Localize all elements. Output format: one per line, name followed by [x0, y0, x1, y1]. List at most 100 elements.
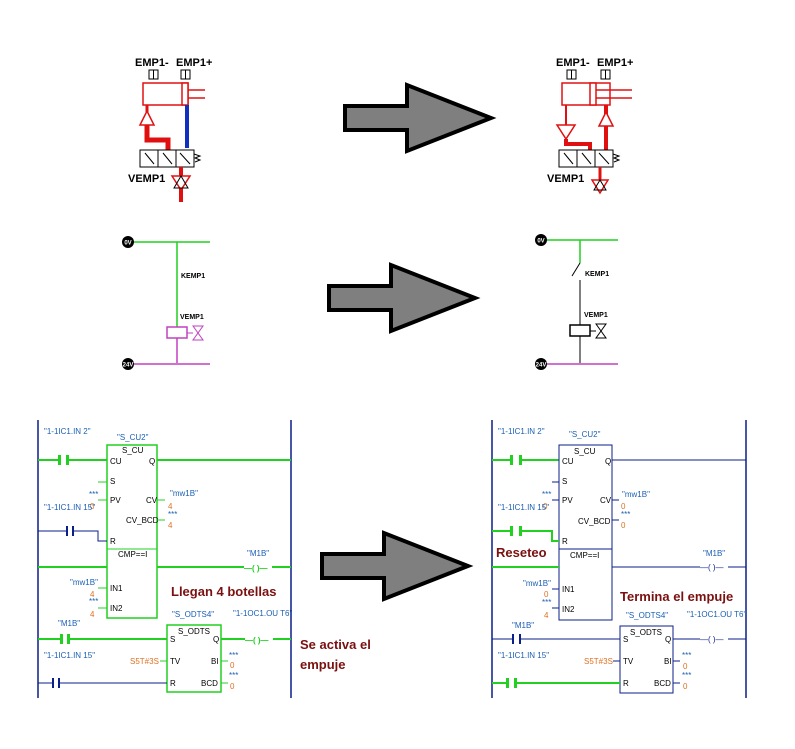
svg-text:"1-1IC1.IN 15": "1-1IC1.IN 15"	[498, 503, 549, 512]
coil-m1b-icon: —( )—	[244, 564, 268, 573]
relay-contact-icon	[571, 262, 581, 277]
counter-block	[558, 444, 613, 621]
svg-text:0: 0	[683, 682, 688, 691]
svg-text:S: S	[623, 635, 628, 644]
svg-text:***: ***	[168, 510, 177, 519]
svg-text:Q: Q	[149, 457, 155, 466]
terminal-24v-icon	[535, 358, 547, 370]
check-valve-icon	[555, 124, 577, 141]
svg-text:TV: TV	[170, 657, 181, 666]
terminal-0v-icon	[122, 236, 134, 248]
piston-icon	[181, 82, 189, 106]
piston-icon	[589, 82, 597, 106]
annotation-reset: Reseteo	[496, 545, 547, 560]
terminal-24v-icon	[122, 358, 134, 370]
svg-text:0V: 0V	[124, 241, 131, 247]
emp-plus-label: EMP1+	[597, 57, 633, 69]
valve-coil-label: VEMP1	[180, 314, 204, 321]
solenoid-valve-icon	[595, 323, 607, 339]
relay-label: KEMP1	[585, 271, 609, 278]
emp-minus-label: EMP1-	[556, 57, 590, 69]
svg-text:R: R	[110, 537, 116, 546]
svg-text:"1-1IC1.IN 15": "1-1IC1.IN 15"	[498, 651, 549, 660]
svg-text:S5T#3S: S5T#3S	[584, 657, 613, 666]
svg-text:CMP==I: CMP==I	[118, 550, 147, 559]
svg-text:***: ***	[682, 671, 691, 680]
svg-text:Q: Q	[665, 635, 671, 644]
svg-text:Q: Q	[605, 457, 611, 466]
svg-text:0: 0	[621, 521, 626, 530]
svg-text:4: 4	[544, 611, 549, 620]
svg-text:"mw1B": "mw1B"	[70, 578, 98, 587]
svg-text:0: 0	[230, 661, 235, 670]
emp-minus-label: EMP1-	[135, 57, 169, 69]
svg-text:CMP==I: CMP==I	[570, 551, 599, 560]
plc-ladder-left: "1-1IC1.IN 2" "S_CU2" S_CU CU Q S *** 0 …	[37, 420, 292, 698]
svg-text:"M1B": "M1B"	[703, 549, 725, 558]
svg-text:S_ODTS: S_ODTS	[178, 627, 210, 636]
svg-text:"S_CU2": "S_CU2"	[569, 430, 601, 439]
svg-text:"mw1B": "mw1B"	[622, 490, 650, 499]
cylinder-icon	[561, 82, 611, 106]
svg-text:***: ***	[229, 671, 238, 680]
contact-icon	[510, 455, 513, 465]
svg-text:BI: BI	[664, 657, 672, 666]
svg-text:BCD: BCD	[654, 679, 671, 688]
svg-text:***: ***	[542, 490, 551, 499]
svg-text:R: R	[623, 679, 629, 688]
coil-output-icon: —( )—	[700, 635, 724, 644]
check-valve-icon	[138, 109, 156, 126]
svg-text:4: 4	[168, 521, 173, 530]
svg-text:"1-1IC1.IN 15": "1-1IC1.IN 15"	[44, 651, 95, 660]
coil-icon	[569, 324, 591, 337]
svg-text:0: 0	[543, 502, 548, 511]
svg-text:***: ***	[621, 510, 630, 519]
svg-text:TV: TV	[623, 657, 634, 666]
svg-text:CU: CU	[562, 457, 574, 466]
svg-text:CV_BCD: CV_BCD	[126, 516, 159, 525]
transition-arrow-middle	[327, 263, 477, 333]
svg-text:***: ***	[229, 651, 238, 660]
svg-text:***: ***	[542, 598, 551, 607]
annotation-bottles-arrive: Llegan 4 botellas	[171, 584, 276, 599]
solenoid-valve-icon	[192, 325, 204, 341]
svg-text:***: ***	[89, 597, 98, 606]
svg-text:PV: PV	[562, 496, 573, 505]
contact-icon	[60, 634, 63, 644]
contact-icon	[66, 526, 68, 536]
svg-text:"M1B": "M1B"	[58, 619, 80, 628]
coil-m1b-icon: —( )—	[700, 563, 724, 572]
svg-text:4: 4	[90, 610, 95, 619]
svg-text:"1-1IC1.IN 15": "1-1IC1.IN 15"	[44, 503, 95, 512]
coil-icon	[166, 326, 188, 339]
valve-label: VEMP1	[547, 173, 584, 185]
emp-plus-label: EMP1+	[176, 57, 212, 69]
contact-icon	[506, 678, 509, 688]
relay-label: KEMP1	[181, 273, 205, 280]
electric-right: 0V KEMP1 VEMP1 24V	[535, 234, 618, 370]
contact-icon	[512, 634, 514, 644]
svg-text:0: 0	[230, 682, 235, 691]
svg-text:IN2: IN2	[562, 605, 575, 614]
svg-text:IN1: IN1	[110, 584, 123, 593]
annotation-push-active-line1: Se activa el	[300, 637, 371, 652]
svg-text:Q: Q	[213, 635, 219, 644]
valve-icon	[558, 149, 621, 168]
svg-text:S_CU: S_CU	[574, 447, 596, 456]
svg-text:IN2: IN2	[110, 604, 123, 613]
annotation-push-ends: Termina el empuje	[620, 589, 733, 604]
svg-text:BI: BI	[211, 657, 219, 666]
svg-text:CV: CV	[600, 496, 612, 505]
transition-arrow-top	[343, 83, 493, 153]
svg-text:S5T#3S: S5T#3S	[130, 657, 159, 666]
svg-text:"S_ODTS4": "S_ODTS4"	[626, 611, 668, 620]
valve-label: VEMP1	[128, 173, 165, 185]
contact-icon	[510, 526, 513, 536]
svg-text:0: 0	[621, 502, 626, 511]
svg-text:24V: 24V	[123, 363, 134, 369]
svg-text:S_ODTS: S_ODTS	[630, 628, 662, 637]
valve-coil-label: VEMP1	[584, 312, 608, 319]
svg-text:CV_BCD: CV_BCD	[578, 517, 611, 526]
svg-text:S: S	[170, 635, 175, 644]
